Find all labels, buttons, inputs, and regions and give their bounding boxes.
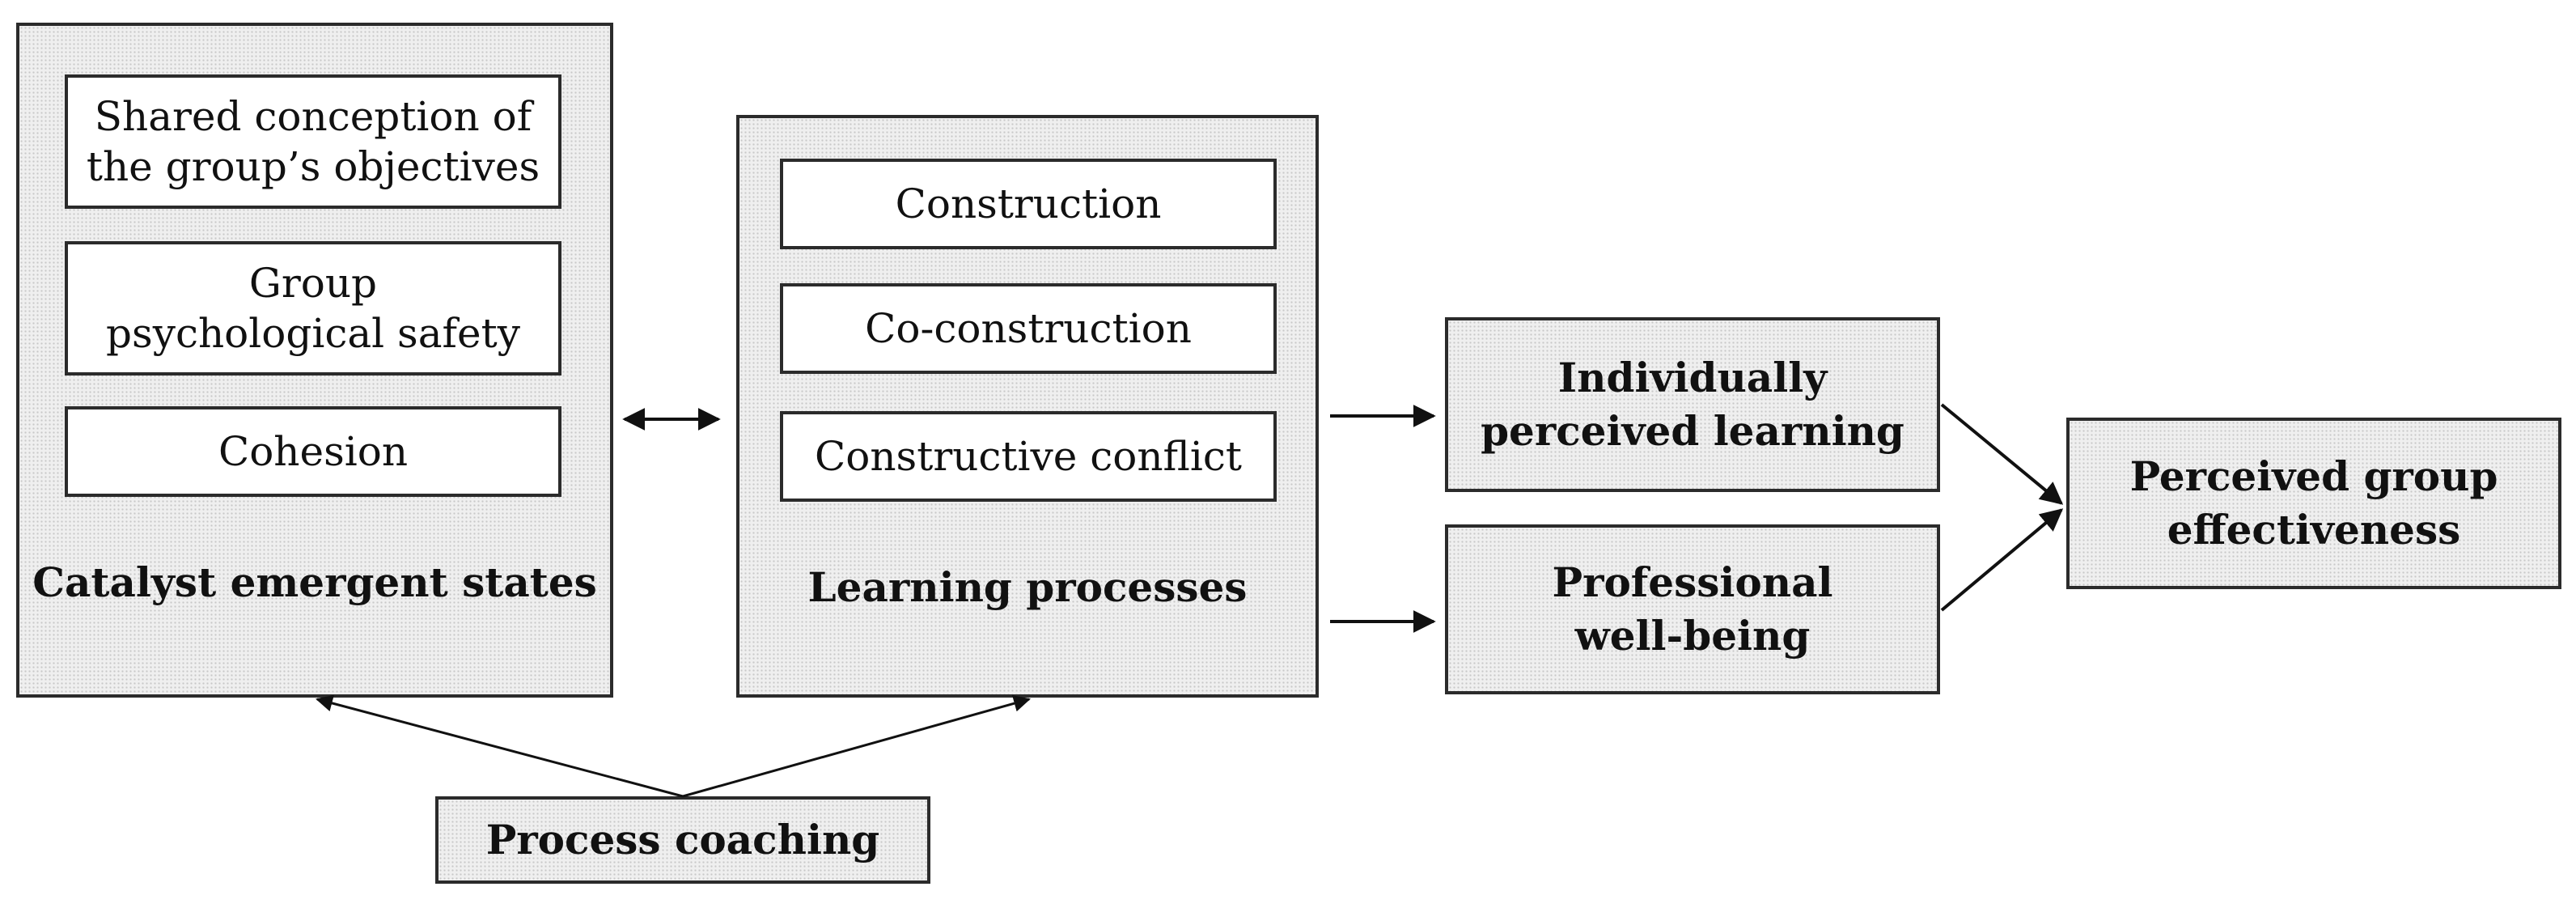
perceived-group-effectiveness-box: Perceived group effectiveness [2066,418,2561,589]
constructive-conflict-box: Constructive conflict [780,411,1277,502]
coaching-to-learning [682,694,1032,798]
shared-conception-box: Shared conception of the group’s objecti… [65,74,561,209]
line-wellbeing-to-effectiveness [1940,508,2064,612]
construction-box: Construction [780,159,1277,249]
catalyst-panel-label: Catalyst emergent states [32,558,597,606]
process-coaching-box: Process coaching [435,796,930,884]
line-learning-to-effectiveness [1940,403,2064,505]
professional-well-being-box: Professional well-being [1445,524,1940,694]
coaching-to-catalyst [315,694,684,798]
learning-panel-label: Learning processes [807,563,1248,611]
co-construction-box: Co-construction [780,283,1277,374]
cohesion-box: Cohesion [65,406,561,497]
individually-perceived-learning-box: Individually perceived learning [1445,317,1940,492]
psychological-safety-box: Group psychological safety [65,241,561,376]
